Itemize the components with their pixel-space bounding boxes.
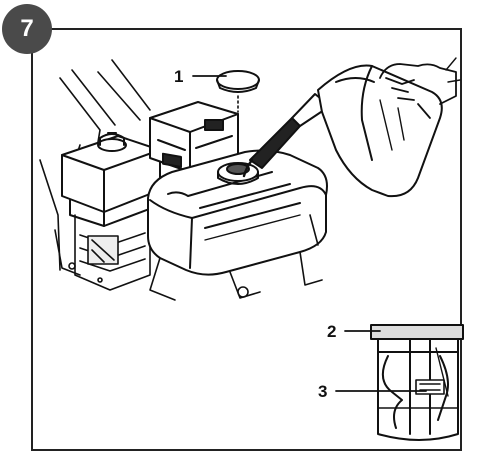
leader-lines [192, 75, 427, 392]
callout-label-1: 1 [174, 67, 184, 86]
callout-label-2: 2 [327, 322, 337, 341]
hand-icon [379, 57, 461, 119]
air-cleaner-icon [61, 132, 161, 227]
step-number-badge: 7 [2, 4, 52, 54]
engine-base-icon [149, 214, 323, 301]
callout-label-3: 3 [318, 382, 328, 401]
engine-block-icon [68, 214, 151, 291]
fuel-cap-icon [216, 70, 260, 113]
fuel-can-icon [242, 64, 443, 198]
muffler-icon [149, 101, 239, 173]
fuel-strainer-icon [370, 324, 464, 441]
fuel-tank-icon [147, 149, 328, 276]
